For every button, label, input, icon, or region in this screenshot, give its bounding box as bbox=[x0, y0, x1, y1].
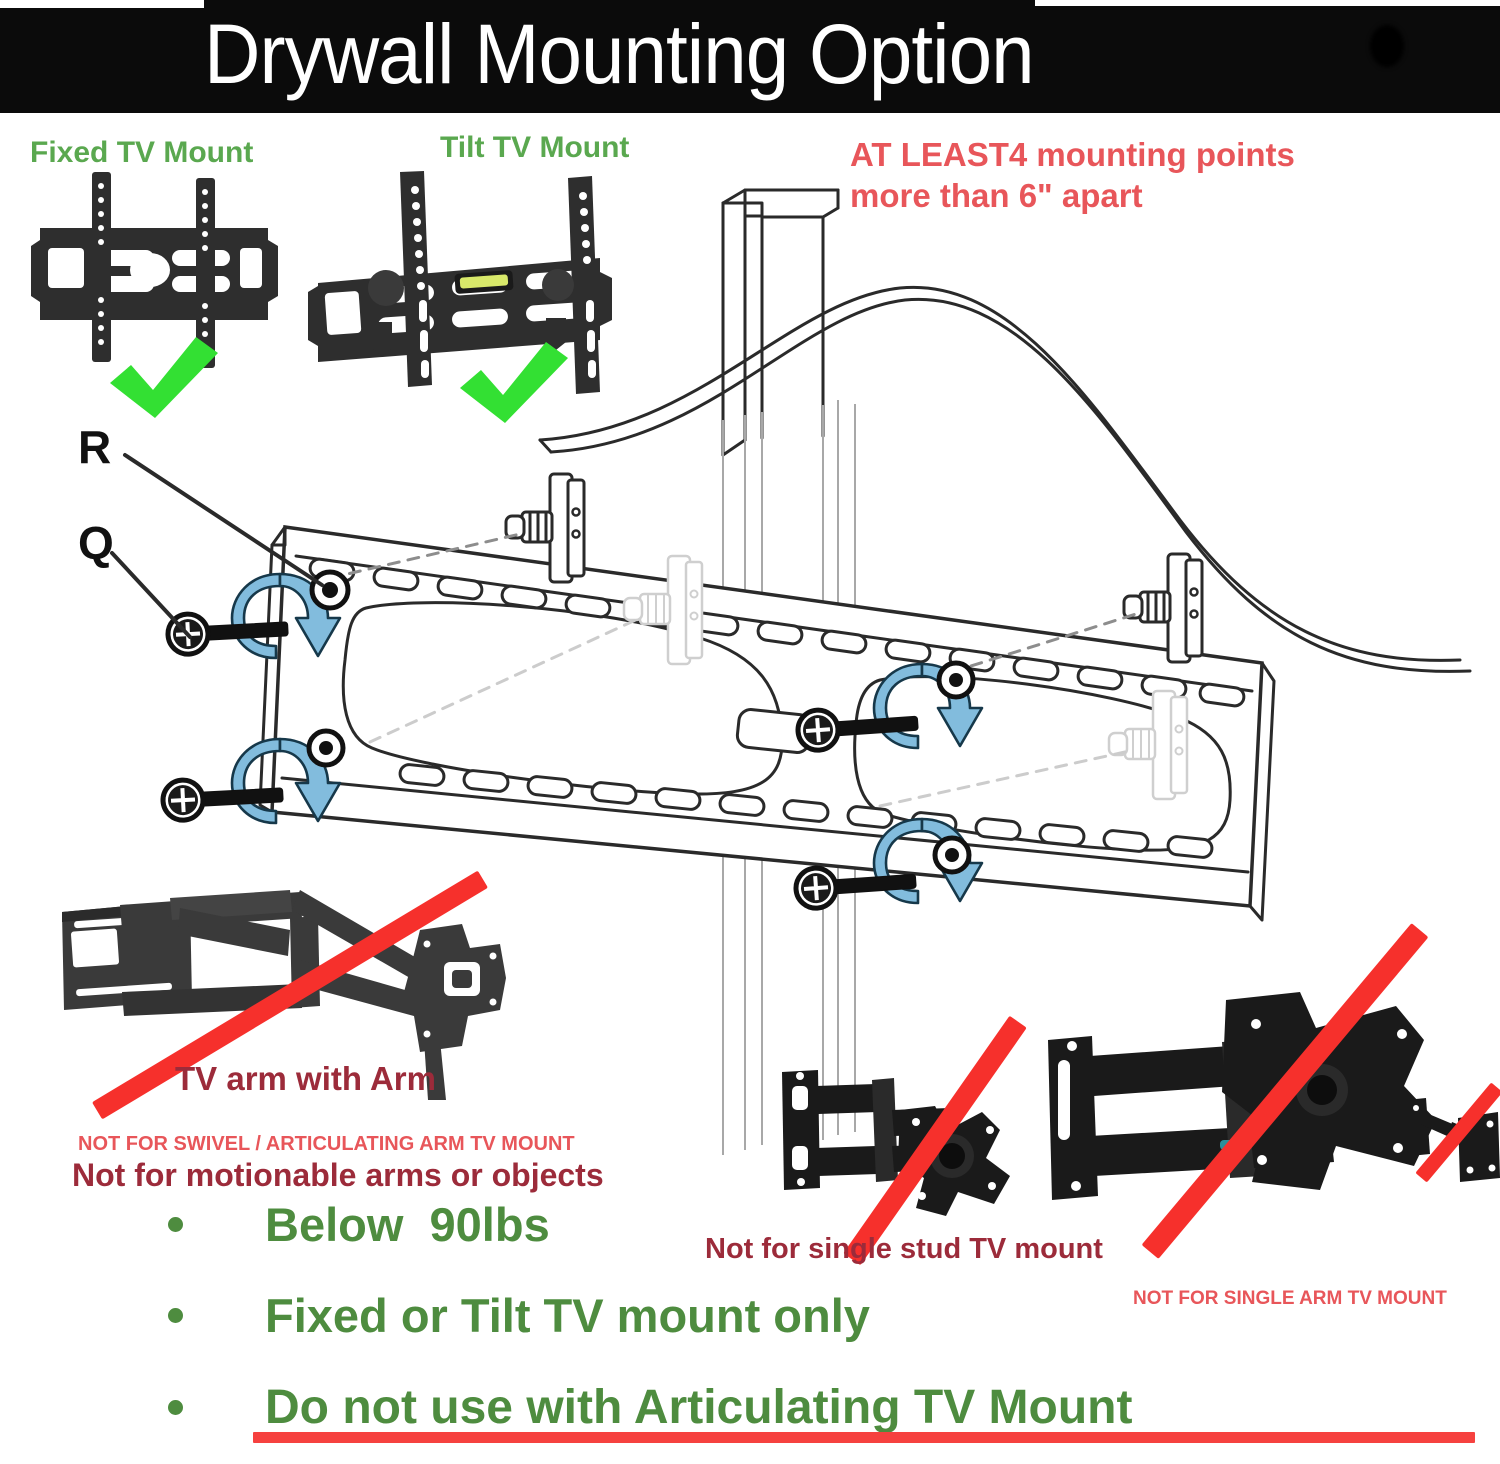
red-strike-icon-single-stud bbox=[843, 1015, 1027, 1266]
red-strike-icon-single-arm bbox=[1141, 923, 1429, 1259]
tilt-tv-mount-label: Tilt TV Mount bbox=[440, 131, 630, 164]
single-arm-mount-graphic bbox=[1048, 992, 1436, 1200]
wall-plate-bracket bbox=[258, 525, 1276, 922]
not-for-motionable-label: Not for motionable arms or objects bbox=[72, 1157, 604, 1193]
not-for-single-arm-label: NOT FOR SINGLE ARM TV MOUNT bbox=[1133, 1288, 1447, 1309]
callout-label-q: Q bbox=[78, 517, 114, 569]
bullet-text-weight: Below 90lbs bbox=[265, 1198, 550, 1251]
ghost-anchors bbox=[622, 554, 1189, 801]
header-notch-right bbox=[1035, 0, 1500, 6]
bullet-item-articulating: Do not use with Articulating TV Mount bbox=[168, 1380, 1132, 1435]
bullet-underline bbox=[253, 1432, 1475, 1443]
bullet-text-articulating: Do not use with Articulating TV Mount bbox=[265, 1381, 1133, 1434]
bullet-dot-icon bbox=[168, 1400, 183, 1415]
drywall-sheet-curve bbox=[538, 285, 1472, 673]
metal-stud-channel bbox=[721, 188, 840, 457]
not-for-single-stud-label: Not for single stud TV mount bbox=[705, 1233, 1103, 1265]
page-title: Drywall Mounting Option bbox=[204, 7, 1035, 101]
bullet-dot-icon bbox=[168, 1217, 183, 1232]
leader-line-q bbox=[110, 551, 192, 639]
bolt-bottom-left bbox=[162, 728, 346, 825]
not-for-swivel-label: NOT FOR SWIVEL / ARTICULATING ARM TV MOU… bbox=[78, 1133, 575, 1155]
bullet-dot-icon bbox=[168, 1308, 183, 1323]
mounting-points-warning: AT LEAST4 mounting points more than 6" a… bbox=[850, 136, 1295, 214]
bullet-text-mount-type: Fixed or Tilt TV mount only bbox=[265, 1289, 870, 1342]
header-notch-left bbox=[0, 0, 204, 8]
bolt-bottom-right bbox=[795, 817, 984, 909]
red-strike-icon-small-arm bbox=[1415, 1082, 1500, 1183]
green-check-icon-tilt bbox=[460, 342, 568, 423]
tv-arm-with-arm-label: TV arm with Arm bbox=[175, 1060, 436, 1097]
wall-anchor-top-left bbox=[504, 472, 586, 584]
callout-label-r: R bbox=[78, 421, 112, 473]
alignment-guide-lines bbox=[722, 400, 856, 1155]
tilt-tv-mount-graphic bbox=[308, 171, 612, 394]
header-dot-artifact bbox=[1370, 25, 1404, 67]
bullet-item-mount-type: Fixed or Tilt TV mount only bbox=[168, 1288, 870, 1343]
bullet-item-weight: Below 90lbs bbox=[168, 1197, 550, 1252]
bolt-top-left bbox=[167, 569, 351, 660]
green-check-icon-fixed bbox=[110, 337, 218, 418]
fixed-tv-mount-label: Fixed TV Mount bbox=[30, 136, 254, 169]
leader-line-r bbox=[123, 453, 324, 587]
wall-anchor-right bbox=[1122, 552, 1204, 664]
bolt-top-right bbox=[797, 660, 984, 751]
fixed-tv-mount-graphic bbox=[31, 172, 278, 368]
header-banner: Drywall Mounting Option bbox=[0, 0, 1500, 113]
